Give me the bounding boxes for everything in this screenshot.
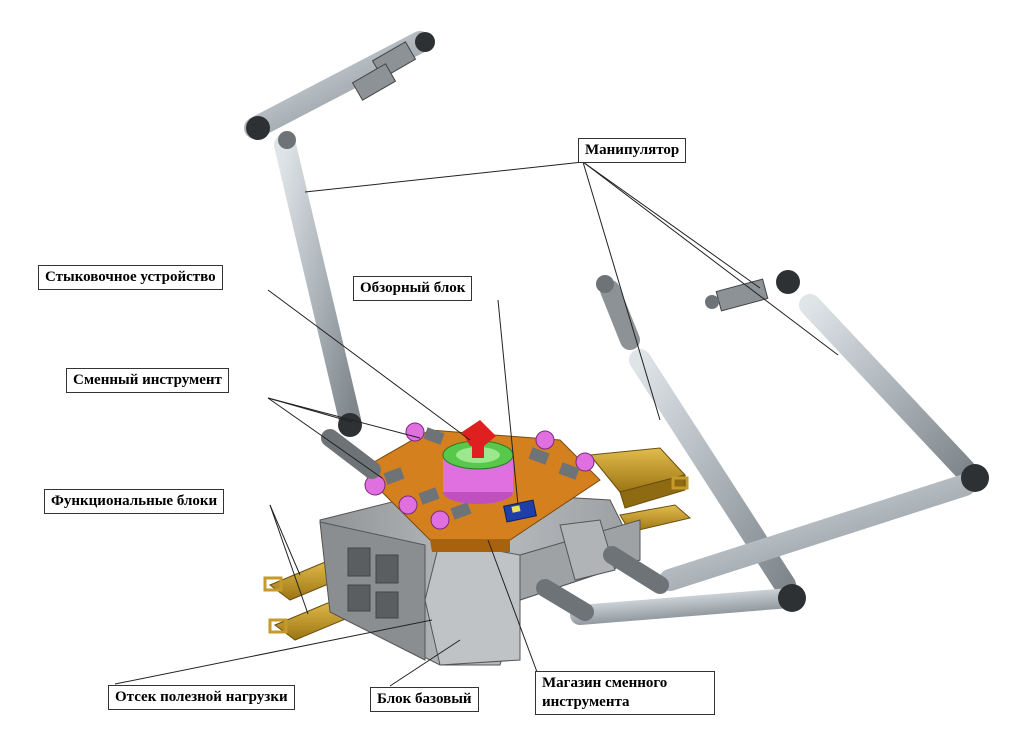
- leader-tool-2: [267, 397, 421, 439]
- leader-magazine: [487, 539, 541, 681]
- leader-functional-1: [269, 504, 301, 576]
- base-block-body: [319, 489, 641, 666]
- manipulator-left: [244, 31, 435, 479]
- label-functional-blocks: Функциональные блоки: [44, 489, 225, 514]
- leader-base: [389, 639, 461, 687]
- leader-manipulator-2: [582, 161, 761, 289]
- survey-block: [503, 499, 537, 523]
- label-docking-device: Стыковочное устройство: [38, 265, 223, 290]
- label-tool-magazine-line1: Магазин сменного: [542, 675, 668, 691]
- label-replaceable-tool: Сменный инструмент: [66, 368, 229, 393]
- leader-survey: [497, 299, 519, 506]
- label-survey-block: Обзорный блок: [353, 276, 473, 301]
- leader-tool-3: [267, 397, 383, 479]
- leader-manipulator-4: [582, 161, 839, 356]
- label-base-block: Блок базовый: [370, 687, 479, 712]
- label-tool-magazine: Магазин сменного инструмента: [535, 671, 715, 715]
- leader-docking: [267, 289, 471, 441]
- leader-manipulator-3: [582, 161, 661, 421]
- leader-manipulator-1: [304, 161, 584, 193]
- manipulator-right-rear: [603, 270, 989, 594]
- leader-functional-2: [269, 504, 309, 615]
- docking-device: [442, 420, 514, 504]
- label-tool-magazine-line2: инструмента: [542, 694, 630, 710]
- label-manipulator: Манипулятор: [578, 138, 687, 163]
- leader-lines: [114, 161, 839, 687]
- label-payload-compartment: Отсек полезной нагрузки: [108, 685, 295, 710]
- leader-payload: [114, 619, 433, 685]
